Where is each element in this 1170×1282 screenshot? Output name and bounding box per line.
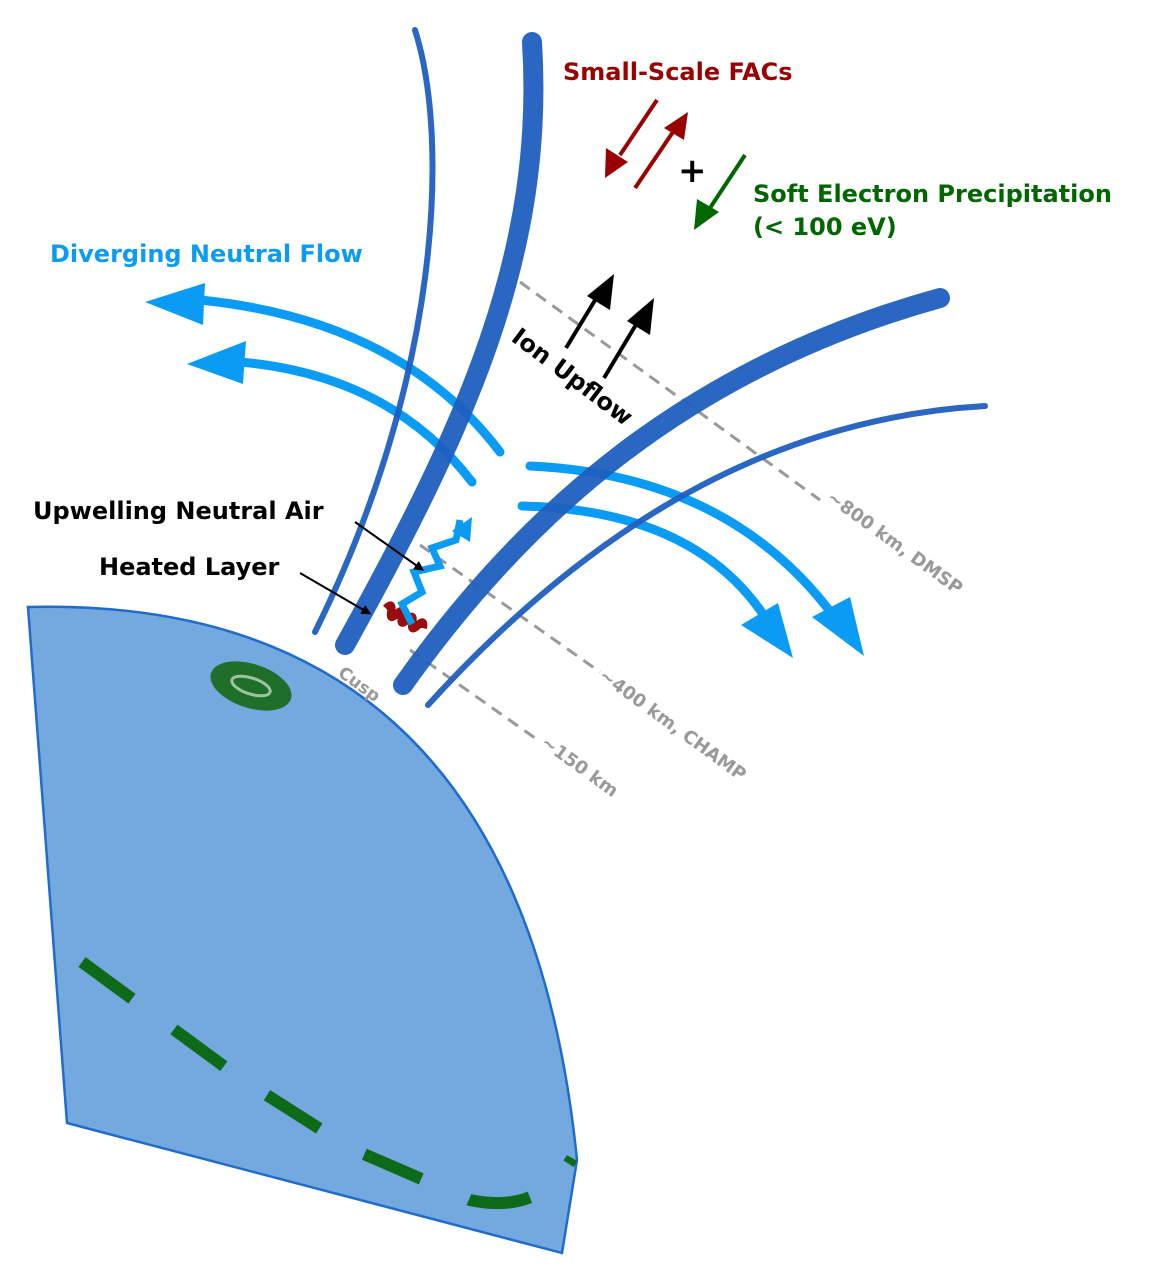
upwelling-pointer [354,521,425,571]
dashed-boundary-line [78,957,578,1210]
earth-sector [26,605,579,1255]
upwelling-neutral-air-label: Upwelling Neutral Air [33,497,324,525]
upwelling-arrowhead [452,517,472,542]
fac-arrows [605,98,688,190]
heated-layer-coil [383,601,428,633]
heated-layer-label: Heated Layer [99,553,280,581]
altitude-150-label: ~150 km [537,732,622,802]
diverging-neutral-flow-arrows [145,283,864,658]
upwelling-squiggle-arrow [397,519,464,626]
altitude-line-400 [419,543,601,674]
heated-layer-pointer [299,572,372,615]
ion-upflow-arrows [564,274,654,380]
altitude-line-150 [409,648,536,740]
auroral-oval-marker [210,661,292,711]
soft-electron-energy-label: (< 100 eV) [753,213,897,241]
auroral-oval-inner [230,674,272,698]
altitude-line-800 [519,280,821,502]
altitude-800-label: ~800 km, DMSP [823,487,966,599]
soft-electron-label: Soft Electron Precipitation [753,180,1112,208]
soft-electron-arrow [694,153,747,230]
plus-sign: + [678,151,707,191]
altitude-400-label: ~400 km, CHAMP [595,665,750,785]
small-scale-facs-label: Small-Scale FACs [563,58,793,86]
diverging-neutral-flow-label: Diverging Neutral Flow [50,240,363,268]
